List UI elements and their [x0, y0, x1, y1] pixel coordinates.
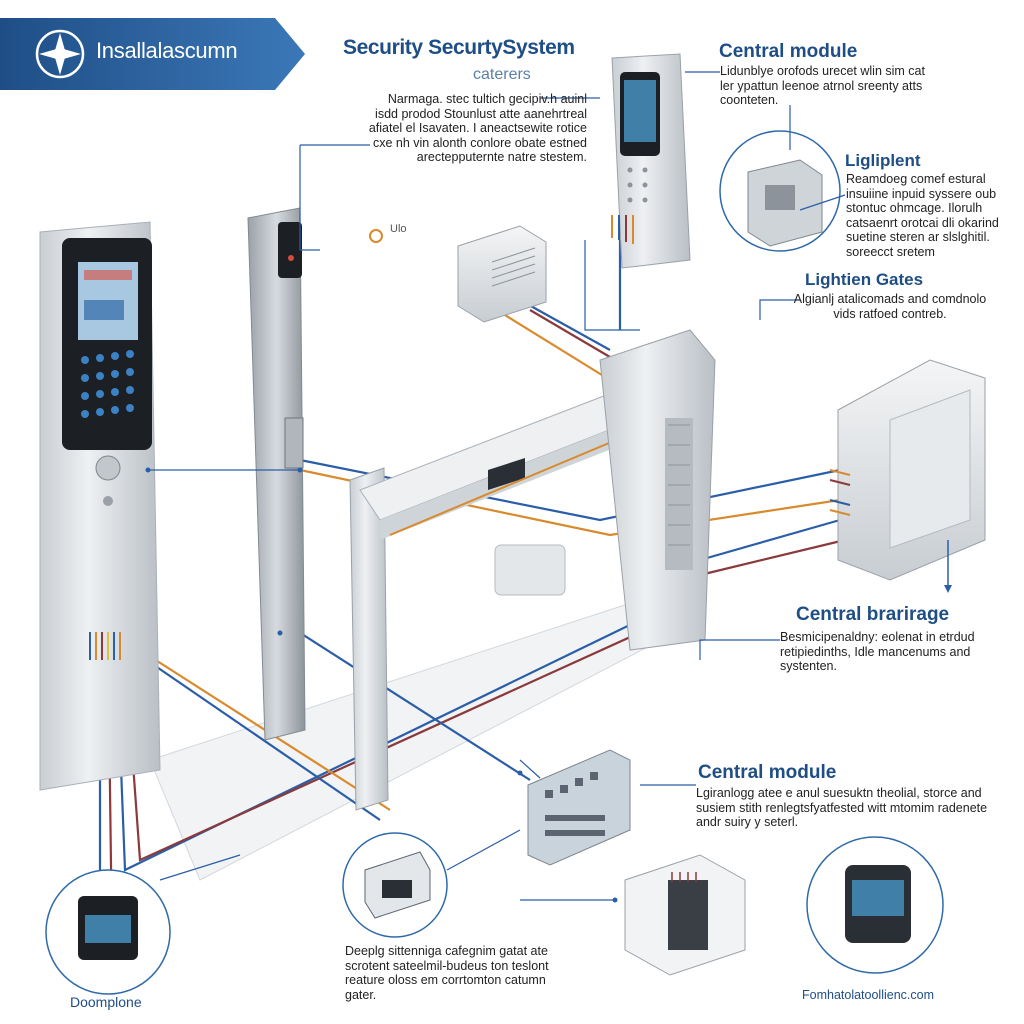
- keypad-panel: [39, 221, 161, 791]
- callout-central-module-bottom-body: Lgiranlogg atee e anul suesuktn theolial…: [696, 786, 988, 829]
- bottom-description: Deeplg sittenniga cafegnim gatat ate scr…: [345, 944, 549, 1002]
- control-box: [457, 225, 547, 323]
- intro-text: Narmaga. stec tultich gecipiv.h auinl is…: [368, 92, 587, 164]
- access-controller-box: [829, 359, 986, 593]
- gate-barrier: [349, 329, 716, 811]
- card-reader-post: [247, 207, 306, 741]
- banner-title: Insallalascumn: [96, 38, 238, 63]
- page-title: Security SecurtySystem: [343, 36, 575, 59]
- doorphone-label: Doomplone: [70, 994, 142, 1010]
- callout-ligliplent-title: Ligliplent: [845, 151, 921, 170]
- callout-central-brarirage-title: Central brarirage: [796, 604, 950, 625]
- key-tag-icon: [369, 229, 383, 243]
- callout-lighten-gates-title: Lightien Gates: [805, 270, 924, 289]
- callout-lighten-gates-body: Algianlj atalicomads and comdnolo vids r…: [793, 292, 987, 321]
- leader-lines: [148, 71, 846, 901]
- callout-central-brarirage-body: Besmicipenaldny: eolenat in etrdud retip…: [780, 630, 975, 673]
- footer-url: Fomhatolatoollienc.com: [802, 988, 935, 1002]
- compass-star-icon: [35, 29, 85, 79]
- callout-central-module-top-title: Central module: [719, 41, 858, 62]
- page-subtitle: caterers: [473, 66, 531, 83]
- wall-intercom-device: [611, 53, 691, 269]
- title-banner: [0, 18, 305, 90]
- circuit-board: [527, 749, 631, 866]
- small-tag-label: Ulo: [390, 223, 407, 235]
- callout-central-module-top-body: Lidunblye orofods urecet wlin sim cat le…: [720, 64, 925, 107]
- callout-central-module-bottom-title: Central module: [698, 762, 837, 783]
- callout-ligliplent-body: Reamdoeg comef estural insuiine inpuid s…: [846, 172, 999, 259]
- lock-device: [624, 854, 746, 976]
